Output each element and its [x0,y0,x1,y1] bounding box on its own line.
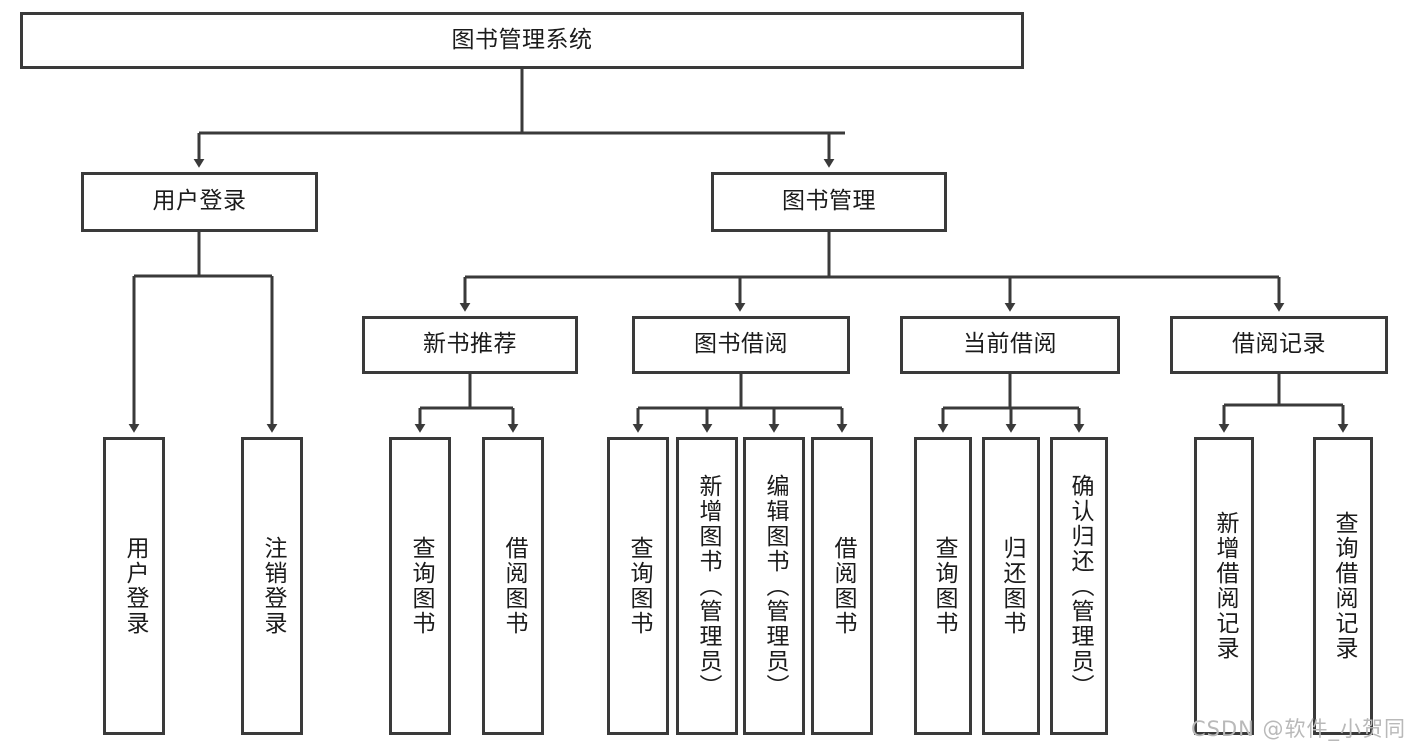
node-user-login-label: 用户登录 [152,188,247,215]
node-leaf-user-logout-label: 注销登录 [259,536,286,636]
node-leaf-query-book-br-label: 查询图书 [625,536,652,636]
node-book-borrow-label: 图书借阅 [694,331,788,358]
csdn-watermark: CSDN @软件_小贺同学 [1191,717,1405,741]
node-leaf-edit-book[interactable]: 编辑图书（管理员） [743,437,805,735]
node-leaf-borrow-book-rec[interactable]: 借阅图书 [482,437,544,735]
node-leaf-add-book[interactable]: 新增图书（管理员） [676,437,738,735]
node-borrow-record-label: 借阅记录 [1232,331,1326,358]
node-leaf-query-book-rec-label: 查询图书 [407,536,434,636]
node-leaf-borrow-book-rec-label: 借阅图书 [500,536,527,636]
node-leaf-confirm-return[interactable]: 确认归还（管理员） [1050,437,1108,735]
node-current-borrow[interactable]: 当前借阅 [900,316,1120,374]
node-leaf-user-login-label: 用户登录 [121,536,148,636]
node-book-manage[interactable]: 图书管理 [711,172,947,232]
node-leaf-user-logout[interactable]: 注销登录 [241,437,303,735]
node-new-book-rec-label: 新书推荐 [423,331,517,358]
node-leaf-query-record[interactable]: 查询借阅记录 [1313,437,1373,735]
node-leaf-user-login[interactable]: 用户登录 [103,437,165,735]
node-book-manage-label: 图书管理 [782,188,876,215]
node-new-book-rec[interactable]: 新书推荐 [362,316,578,374]
node-borrow-record[interactable]: 借阅记录 [1170,316,1388,374]
node-leaf-query-book-cb[interactable]: 查询图书 [914,437,972,735]
node-leaf-add-book-label: 新增图书（管理员） [694,473,721,699]
node-leaf-query-book-cb-label: 查询图书 [930,536,957,636]
node-root[interactable]: 图书管理系统 [20,12,1024,69]
node-leaf-confirm-return-label: 确认归还（管理员） [1066,473,1093,699]
node-leaf-query-book-rec[interactable]: 查询图书 [389,437,451,735]
node-current-borrow-label: 当前借阅 [963,331,1057,358]
node-leaf-return-book[interactable]: 归还图书 [982,437,1040,735]
node-leaf-add-record[interactable]: 新增借阅记录 [1194,437,1254,735]
node-leaf-edit-book-label: 编辑图书（管理员） [761,473,788,699]
node-leaf-add-record-label: 新增借阅记录 [1211,511,1238,661]
node-leaf-query-book-br[interactable]: 查询图书 [607,437,669,735]
node-book-borrow[interactable]: 图书借阅 [632,316,850,374]
node-leaf-query-record-label: 查询借阅记录 [1330,511,1357,661]
node-leaf-borrow-book-br-label: 借阅图书 [829,536,856,636]
node-user-login[interactable]: 用户登录 [81,172,318,232]
node-leaf-borrow-book-br[interactable]: 借阅图书 [811,437,873,735]
node-leaf-return-book-label: 归还图书 [998,536,1025,636]
node-root-label: 图书管理系统 [451,26,593,53]
